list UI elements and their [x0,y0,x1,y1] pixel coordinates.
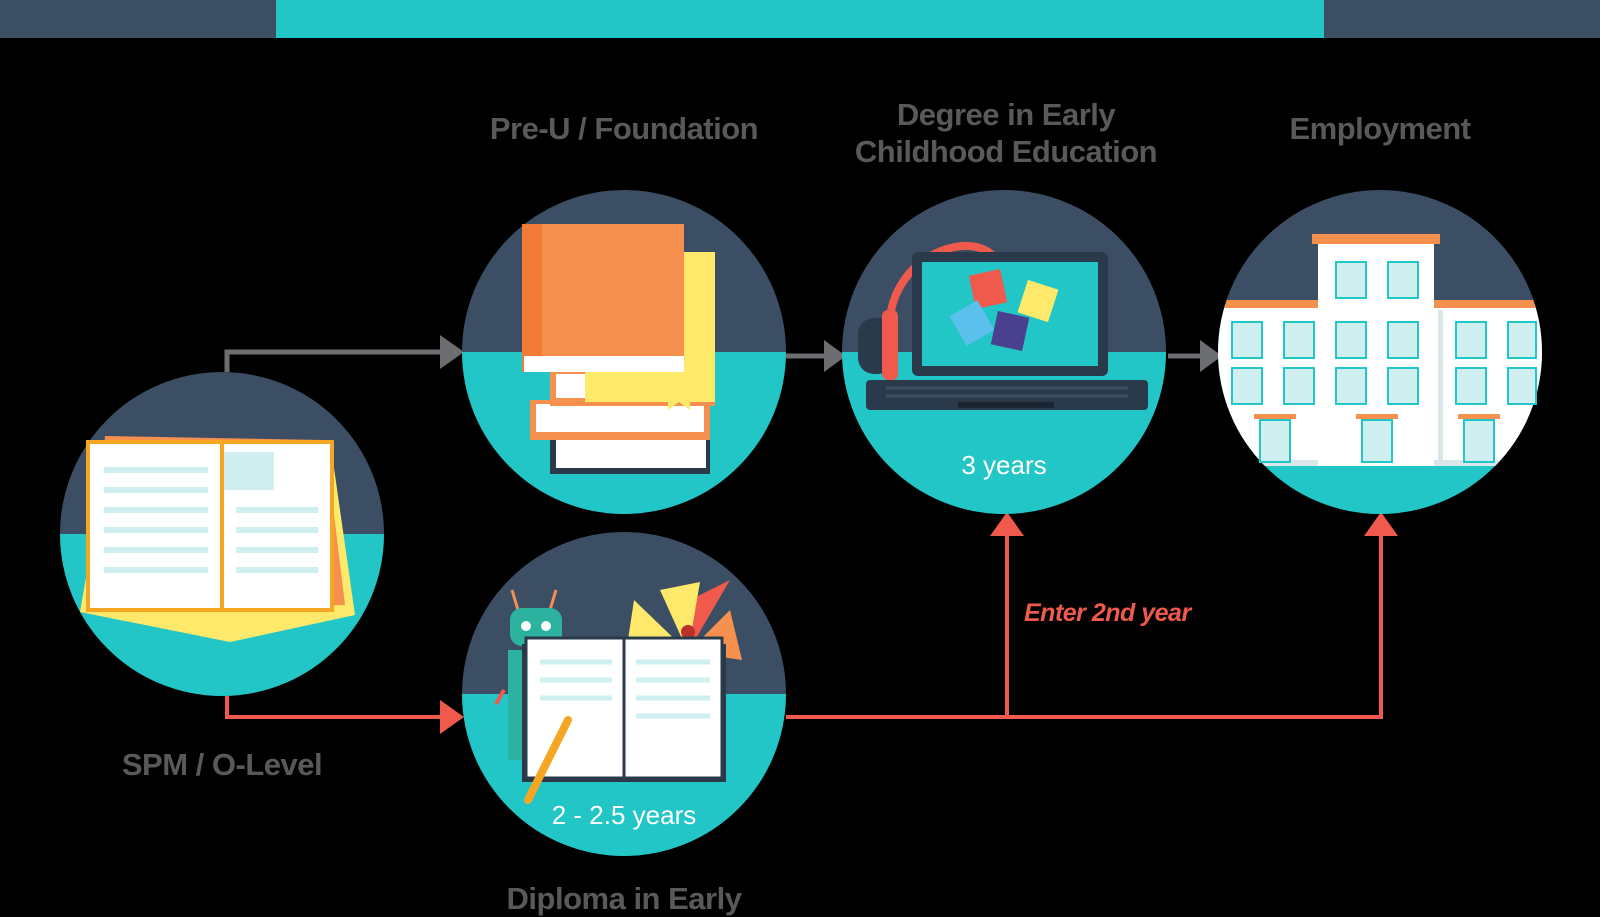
stage-circle-spm [60,372,384,696]
duration-degree: 3 years [961,450,1047,480]
arrowhead-employment [1200,340,1222,372]
arrowhead-employment-up [1364,512,1398,536]
open-books-icon [80,436,355,642]
office-building-icon [1218,234,1542,466]
arrow-spm-to-diploma [225,696,446,719]
book-stack-icon [522,224,715,474]
top-banner-accent [276,0,1324,38]
stage-label-spm: SPM / O-Level [121,747,323,782]
connectors [224,335,1398,734]
laptop-puzzle-icon [858,241,1148,410]
stage-circle-diploma [462,532,786,856]
arrow-diploma-branches [786,530,1383,719]
stage-label-degree: Degree in Early Childhood Education [854,97,1158,169]
stage-label-diploma: Diploma in Early [506,881,742,916]
note-enter-second-year: Enter 2nd year [1024,599,1191,627]
arrowhead-degree [824,340,846,372]
stage-circle-preu [462,190,786,514]
arrowhead-degree-up [990,512,1024,536]
arrowhead-preu [440,335,464,369]
robot-notebook-icon [494,580,742,804]
arrow-spm-to-preu [224,349,446,372]
arrowhead-diploma [440,700,464,734]
duration-diploma: 2 - 2.5 years [551,800,697,830]
stage-label-preu: Pre-U / Foundation [489,111,759,146]
stage-circle-employment [1218,190,1542,514]
stage-label-employment: Employment [1289,111,1471,146]
